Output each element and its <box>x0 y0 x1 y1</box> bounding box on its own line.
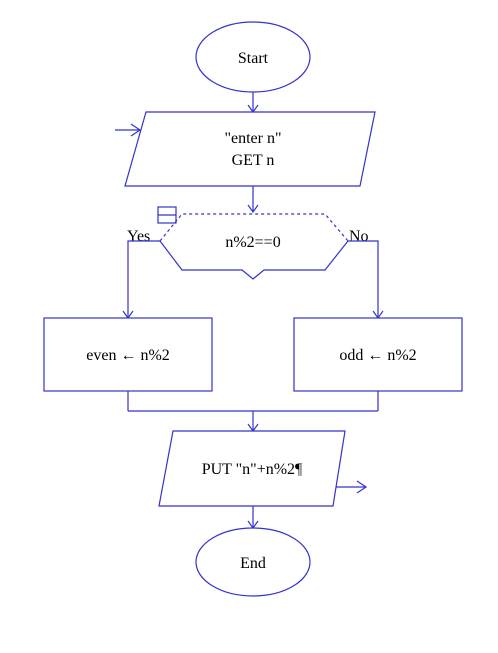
no-branch-line <box>348 240 379 318</box>
start-label: Start <box>238 50 269 67</box>
decision-label: n%2==0 <box>225 234 280 251</box>
input-entry-arrow <box>130 123 142 137</box>
output-label: PUT "n"+n%2¶ <box>202 461 303 478</box>
yes-branch-line <box>127 240 160 318</box>
arrow-input-decision <box>247 204 259 214</box>
decision-bottom-edge <box>159 240 349 280</box>
odd-process-label: odd ← n%2 <box>339 347 416 364</box>
input-text-line1: "enter n" <box>224 130 281 147</box>
output-exit-arrow <box>356 480 368 494</box>
input-text-line2: GET n <box>232 152 275 169</box>
end-label: End <box>240 555 266 572</box>
yes-label: Yes <box>127 228 150 245</box>
output-parallelogram[interactable] <box>158 430 346 507</box>
even-process-label: even ← n%2 <box>86 347 170 364</box>
input-parallelogram[interactable] <box>124 111 376 187</box>
end-terminal[interactable] <box>195 527 311 597</box>
no-label: No <box>349 228 369 245</box>
